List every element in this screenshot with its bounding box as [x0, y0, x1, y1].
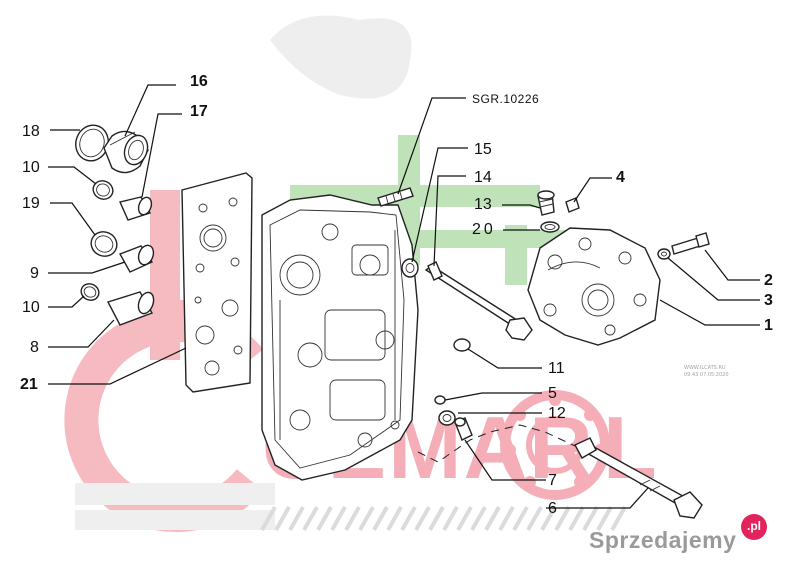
leader-8	[48, 319, 115, 348]
part-label-16: 16	[190, 73, 208, 90]
leader-14	[433, 175, 466, 267]
leader-10b	[48, 295, 85, 308]
part-16-bushing	[103, 130, 149, 174]
leader-lines	[48, 84, 760, 509]
watermark-grey-swirl	[270, 15, 412, 99]
site-brand[interactable]: Sprzedajemy	[589, 527, 737, 553]
part-label-11: 11	[548, 360, 565, 377]
reference-code: SGR.10226	[472, 92, 539, 106]
leader-7	[464, 439, 546, 481]
leader-1	[659, 299, 760, 326]
leader-4	[573, 177, 612, 203]
part-11-pin	[453, 338, 471, 352]
leader-13	[502, 204, 541, 209]
part-18-oring	[75, 124, 109, 162]
part-13-plug	[537, 190, 555, 216]
part-1-cover	[527, 227, 661, 346]
watermark-bearing-icon	[500, 390, 610, 500]
part-label-17: 17	[190, 103, 208, 120]
part-17-bushing	[119, 196, 153, 221]
part-label-5: 5	[548, 385, 557, 402]
leader-11	[467, 348, 542, 369]
watermark-hatch-bar	[260, 506, 627, 531]
watermark-grey-bar	[75, 483, 275, 505]
parts-drawing	[75, 124, 710, 519]
leader-16	[124, 84, 176, 137]
part-label-10: 10	[22, 159, 40, 176]
part-label-3: 3	[764, 292, 773, 309]
part-20-seal	[540, 221, 560, 233]
part-10-ring-upper	[92, 180, 114, 200]
part-8-bushing	[106, 291, 155, 326]
leader-19	[50, 202, 96, 236]
leader-10a	[48, 166, 97, 185]
leader-sgr	[397, 97, 466, 195]
part-label-4: 4	[616, 169, 625, 186]
part-label-13: 13	[474, 196, 492, 213]
part-14-bolt	[424, 261, 533, 341]
part-label-12: 12	[548, 405, 566, 422]
part-label-9: 9	[30, 265, 39, 282]
part-label-18: 18	[22, 123, 40, 140]
part-label-7: 7	[548, 472, 557, 489]
part-label-1: 1	[764, 317, 773, 334]
part-5-pin	[434, 395, 446, 405]
part-2-bolt	[671, 232, 710, 255]
part-label-10: 10	[22, 299, 40, 316]
part-label-15: 15	[474, 141, 492, 158]
leader-5	[444, 392, 542, 401]
watermark-site-line: WWW.ILCATS.RU	[684, 365, 726, 371]
leader-3	[667, 257, 760, 301]
part-6-rod	[574, 437, 703, 519]
main-housing	[261, 194, 419, 481]
leader-17	[141, 113, 182, 198]
site-brand-badge: .pl	[741, 514, 767, 540]
part-label-19: 19	[22, 195, 40, 212]
part-label-6: 6	[548, 500, 557, 517]
part-9-bushing	[118, 244, 155, 273]
leader-6	[546, 487, 649, 509]
part-19-ring	[90, 231, 118, 257]
part-label-21: 21	[20, 376, 38, 393]
watermark-site-line: 09.43 07.05.2020	[684, 372, 729, 378]
part-labels: 16 17 18 10 19 9 10 8 21 15 14 13 4 20 2…	[20, 73, 773, 517]
part-10-ring-lower	[80, 283, 100, 301]
part-label-8: 8	[30, 339, 39, 356]
leader-15	[411, 147, 468, 263]
part-7-fitting	[454, 417, 473, 441]
leader-2	[704, 249, 760, 281]
part-12-washer	[438, 410, 456, 426]
part-4-plug	[565, 197, 580, 213]
watermark-grey-bar	[75, 510, 275, 530]
leader-21	[48, 347, 187, 385]
part-label-2: 2	[764, 272, 773, 289]
part-label-20: 20	[472, 221, 496, 238]
part-21-gasket	[181, 172, 253, 393]
part-label-14: 14	[474, 169, 492, 186]
leader-9	[48, 261, 126, 274]
part-15-washer	[401, 258, 419, 278]
part-3-washer	[657, 248, 671, 260]
